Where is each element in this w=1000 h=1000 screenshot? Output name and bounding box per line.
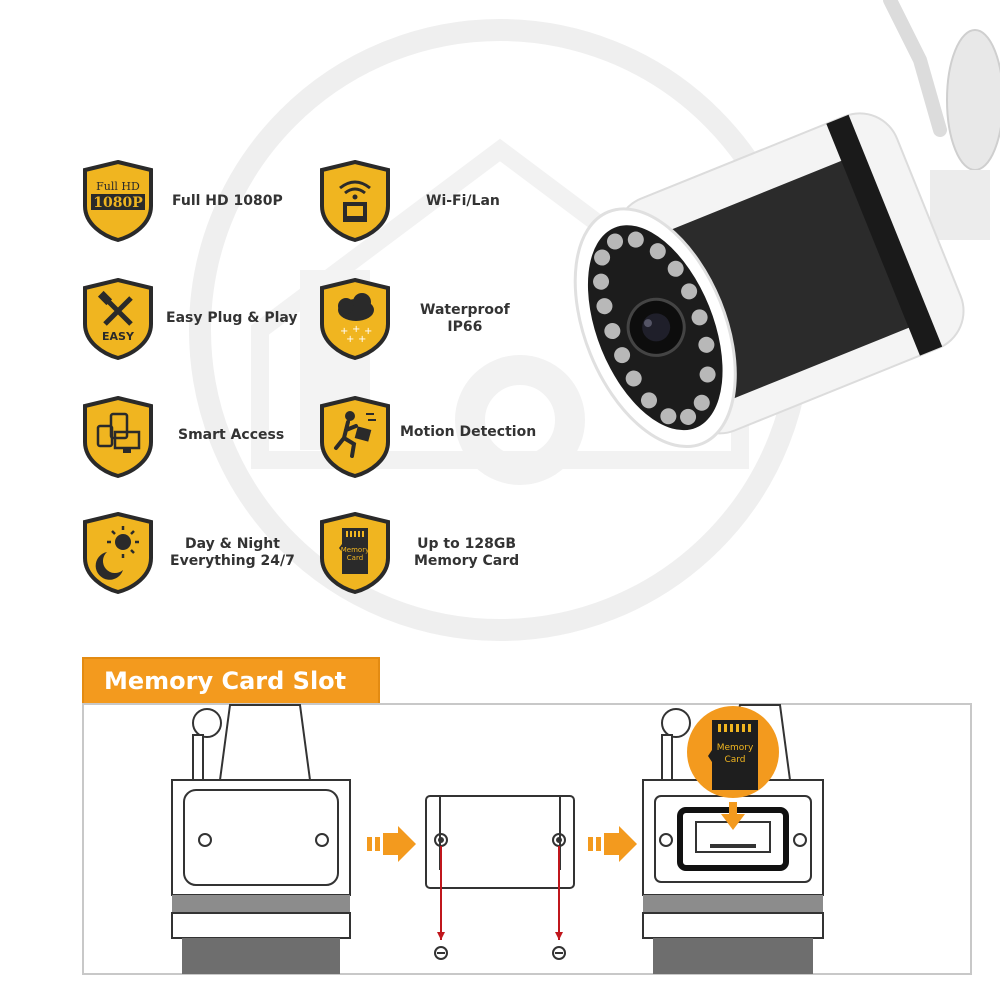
feature-label: Easy Plug & Play <box>166 310 298 326</box>
memory-card-slot-tab: Memory Card Slot <box>82 657 380 705</box>
feature-label-line-2: Everything 24/7 <box>170 553 295 569</box>
svg-text:Memory: Memory <box>717 743 754 753</box>
running-person-icon <box>320 396 390 478</box>
feature-label-line-1: Waterproof <box>420 302 510 318</box>
svg-text:Full HD: Full HD <box>96 180 140 193</box>
svg-text:+: + <box>352 324 360 335</box>
sun-moon-icon <box>83 512 153 594</box>
feature-label: Waterproof IP66 <box>420 302 510 336</box>
svg-text:1080P: 1080P <box>93 195 143 211</box>
feature-label-line-1: Day & Night <box>184 536 280 552</box>
feature-label: Wi-Fi/Lan <box>426 193 500 209</box>
feature-label: Up to 128GB Memory Card <box>414 536 519 570</box>
wifi-lan-icon <box>320 160 390 242</box>
bullet-camera-image <box>573 0 1000 449</box>
feature-label: Smart Access <box>178 427 285 443</box>
feature-label: Day & Night Everything 24/7 <box>170 536 295 570</box>
devices-icon <box>83 396 153 478</box>
svg-text:+: + <box>340 326 348 337</box>
memory-card-install-diagram: Memory Card <box>171 704 824 974</box>
feature-label: Motion Detection <box>400 424 537 440</box>
memory-card-bubble: Memory Card <box>687 706 779 798</box>
svg-text:+: + <box>364 326 372 337</box>
memory-card-slot-title: Memory Card Slot <box>104 667 347 695</box>
feature-label-line-1: Up to 128GB <box>417 536 517 552</box>
svg-text:Card: Card <box>347 554 363 562</box>
rain-cloud-icon: + + + + + <box>320 278 390 360</box>
arrow-right-icon <box>588 826 637 862</box>
arrow-down-icon <box>721 802 745 830</box>
memory-card-icon: Memory Card <box>320 512 390 594</box>
feature-label-line-2: Memory Card <box>414 553 520 569</box>
full-hd-1080p-icon: Full HD 1080P <box>83 160 153 242</box>
tools-easy-icon: EASY <box>83 278 153 360</box>
feature-label: Full HD 1080P <box>172 193 283 209</box>
arrow-right-icon <box>367 826 416 862</box>
feature-label-line-2: IP66 <box>447 319 483 335</box>
svg-text:+: + <box>358 334 366 345</box>
step-2-cover-screws <box>425 795 575 960</box>
svg-text:Card: Card <box>724 755 745 765</box>
svg-text:EASY: EASY <box>102 330 135 343</box>
svg-text:Memory: Memory <box>341 546 369 554</box>
step-1-camera-cover-closed <box>171 704 351 974</box>
svg-text:+: + <box>346 334 354 345</box>
